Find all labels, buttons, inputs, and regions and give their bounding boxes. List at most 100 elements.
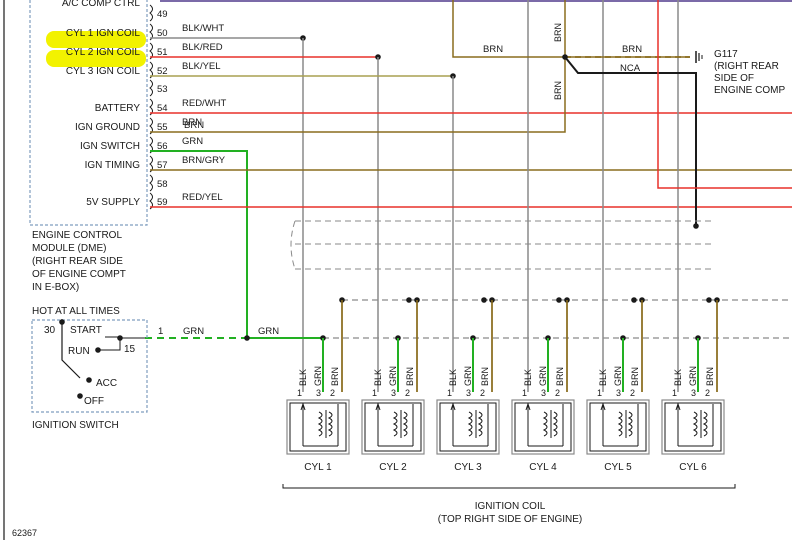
coil-winding-primary: [692, 411, 698, 437]
pin-label-grn: GRN: [613, 366, 623, 386]
coil-caption: (TOP RIGHT SIDE OF ENGINE): [438, 514, 582, 525]
pin-number: 3: [541, 388, 546, 398]
pin-number: 1: [372, 388, 377, 398]
ecm-pin-number: 58: [157, 179, 168, 190]
ecm-pin-number: 56: [157, 141, 168, 152]
coil-winding-primary: [542, 411, 548, 437]
pin-number: 2: [630, 388, 635, 398]
coil-outer-box: [661, 399, 725, 455]
coil-outer-box: [286, 399, 350, 455]
connector-bracket: [149, 79, 153, 97]
coil-name: CYL 6: [679, 462, 707, 473]
coil-name: CYL 3: [454, 462, 482, 473]
ecm-caption: OF ENGINE COMPT: [32, 269, 126, 280]
pin-label-brn: BRN: [555, 367, 565, 386]
ignition-switch-caption: IGNITION SWITCH: [32, 420, 119, 431]
coil-winding-secondary: [327, 411, 333, 437]
pin-number: 3: [691, 388, 696, 398]
pin-label-brn: BRN: [480, 367, 490, 386]
coil-arrow: [300, 403, 304, 411]
coil-name: CYL 4: [529, 462, 557, 473]
wire-label: BLK/YEL: [182, 61, 221, 72]
switch-run-contact: [98, 337, 145, 351]
pin-number: 3: [391, 388, 396, 398]
switch-output-pin: 1: [158, 326, 163, 337]
coil-arrow: [302, 403, 306, 411]
coil-arrow: [527, 403, 531, 411]
wire-label-grn: GRN: [183, 326, 204, 337]
splice-dot: [481, 297, 487, 303]
pin-number: 2: [330, 388, 335, 398]
coil-winding-secondary: [402, 411, 408, 437]
coil-arrow: [450, 403, 454, 411]
coil-inner-box: [289, 402, 347, 452]
coil-winding-primary: [617, 411, 623, 437]
wire-56-grn: [150, 150, 248, 338]
ground-label: ENGINE COMP: [714, 85, 785, 96]
wire-label: BRN: [182, 117, 202, 128]
pin-label-brn: BRN: [705, 367, 715, 386]
splice-dot: [706, 297, 712, 303]
splice-dot: [244, 335, 250, 341]
ecm-pin-number: 52: [157, 66, 168, 77]
coil-inner-box: [514, 402, 572, 452]
pin-number: 2: [705, 388, 710, 398]
coil-arrow: [525, 403, 529, 411]
ignition-switch-box: [31, 319, 148, 413]
hot-at-all-times-label: HOT AT ALL TIMES: [32, 306, 120, 317]
coil-winding-primary: [467, 411, 473, 437]
ecm-pin-number: 51: [157, 47, 168, 58]
splice-dot: [86, 377, 92, 383]
coil-outer-box: [511, 399, 575, 455]
pin-label-blk: BLK: [598, 369, 608, 386]
ecm-pin-number: 59: [157, 197, 168, 208]
wire-label: GRN: [182, 136, 203, 147]
splice-dot: [556, 297, 562, 303]
coil-inner-box: [664, 402, 722, 452]
splice-dot: [406, 297, 412, 303]
coil-name: CYL 5: [604, 462, 632, 473]
wire-label-brn: BRN: [184, 120, 204, 131]
wire-label-brn: BRN: [483, 44, 503, 55]
coil-outer-box: [436, 399, 500, 455]
coil-arrow: [375, 403, 379, 411]
ground-label: G117: [714, 49, 738, 60]
coil-arrow: [452, 403, 456, 411]
ground-label: (RIGHT REAR: [714, 61, 779, 72]
pin-label-grn: GRN: [688, 366, 698, 386]
ecm-label: IGN GROUND: [75, 122, 140, 133]
coil-caption: IGNITION COIL: [475, 501, 546, 512]
pin-label-blk: BLK: [523, 369, 533, 386]
ecm-pin-number: 49: [157, 9, 168, 20]
pin-label-blk: BLK: [673, 369, 683, 386]
pin-number: 3: [616, 388, 621, 398]
pin-label-grn: GRN: [313, 366, 323, 386]
coil-arrow: [675, 403, 679, 411]
splice-dot: [631, 297, 637, 303]
pin-number: 1: [447, 388, 452, 398]
splice-dot: [117, 335, 123, 341]
coil-winding-primary: [317, 411, 323, 437]
ecm-label: BATTERY: [95, 103, 141, 114]
ecm-pin-number: 50: [157, 28, 168, 39]
coil-inner-box: [589, 402, 647, 452]
switch-pin-15: 15: [124, 344, 136, 355]
wire-label: BLK/RED: [182, 42, 223, 53]
ecm-label-ac-comp: A/C COMP CTRL: [62, 0, 141, 9]
wire-label-nca: NCA: [620, 63, 641, 74]
highlight-cyl2: [46, 50, 146, 67]
coil-outer-box: [361, 399, 425, 455]
ecm-label: IGN SWITCH: [80, 141, 140, 152]
coil-arrow: [377, 403, 381, 411]
ground-label: SIDE OF: [714, 73, 754, 84]
switch-pin-30: 30: [44, 325, 56, 336]
splice-dot: [77, 393, 83, 399]
shield-outline: [290, 220, 715, 270]
switch-blade: [61, 322, 81, 379]
pin-label-brn: BRN: [330, 367, 340, 386]
wire-55-brn: [150, 57, 566, 133]
coil-arrow: [602, 403, 606, 411]
diagram-id: 62367: [12, 528, 37, 538]
switch-start: START: [70, 325, 102, 336]
